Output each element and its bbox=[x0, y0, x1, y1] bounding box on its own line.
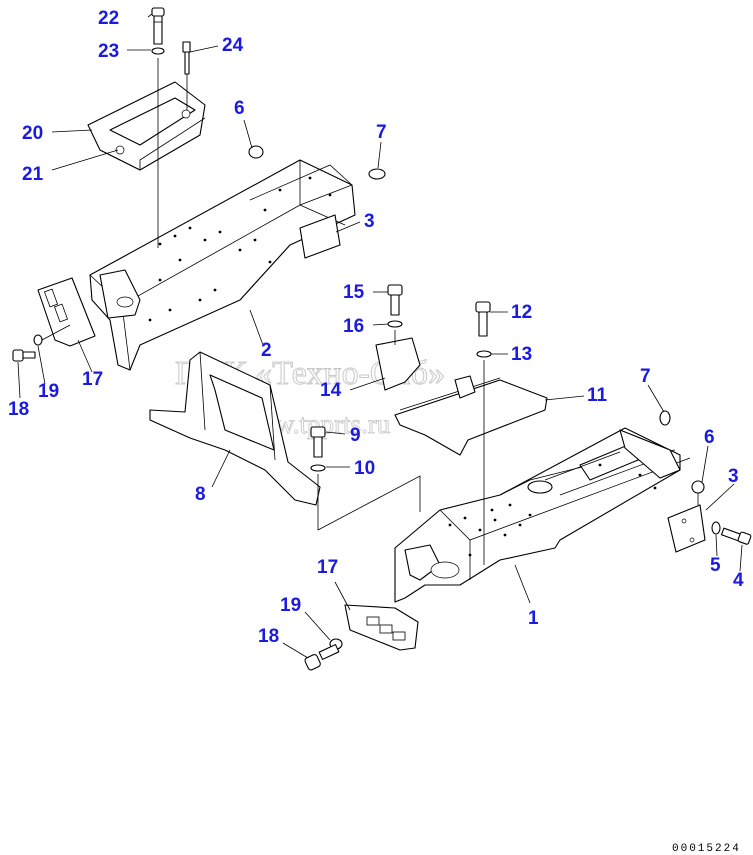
bracket-part-11[interactable] bbox=[394, 375, 548, 456]
lower-frame-part-1[interactable] bbox=[394, 427, 691, 603]
bolt-part-22[interactable] bbox=[151, 7, 165, 45]
callout-19-lower: 19 bbox=[280, 595, 301, 616]
callout-12: 12 bbox=[511, 302, 532, 323]
callout-17-upper: 17 bbox=[82, 369, 103, 390]
callout-19-upper: 19 bbox=[38, 381, 59, 402]
callout-7-upper: 7 bbox=[376, 122, 387, 143]
bolt-part-18-upper[interactable] bbox=[12, 349, 36, 362]
callout-20: 20 bbox=[22, 123, 43, 144]
callout-4: 4 bbox=[733, 570, 744, 591]
callout-10: 10 bbox=[354, 458, 375, 479]
callout-6-upper: 6 bbox=[234, 98, 245, 119]
bolt-part-18-lower[interactable] bbox=[304, 644, 340, 671]
cover-plate-part-20[interactable] bbox=[87, 81, 206, 171]
document-id: 00015224 bbox=[672, 843, 741, 855]
callout-labels: 22 23 24 20 21 6 7 3 15 16 12 13 2 17 19… bbox=[8, 8, 744, 647]
bracket-part-17-lower[interactable] bbox=[344, 604, 419, 651]
plate-part-14[interactable] bbox=[375, 337, 421, 391]
cap-part-7-lower[interactable] bbox=[659, 410, 671, 426]
callout-23: 23 bbox=[98, 41, 119, 62]
bolt-part-9[interactable] bbox=[310, 426, 326, 458]
washer-part-19-upper[interactable] bbox=[33, 334, 43, 346]
callout-21: 21 bbox=[22, 164, 44, 185]
washer-part-5[interactable] bbox=[711, 521, 721, 535]
assembly-lines bbox=[41, 58, 699, 565]
callout-8: 8 bbox=[195, 484, 206, 505]
cap-part-6-upper[interactable] bbox=[248, 145, 264, 159]
callout-15: 15 bbox=[343, 282, 365, 303]
callout-16: 16 bbox=[343, 316, 364, 337]
washer-part-16[interactable] bbox=[387, 320, 403, 328]
callout-3-upper: 3 bbox=[364, 211, 375, 232]
washer-part-23[interactable] bbox=[151, 47, 165, 55]
callout-13: 13 bbox=[511, 344, 532, 365]
fitting-part-24[interactable] bbox=[182, 41, 191, 75]
washer-part-10[interactable] bbox=[310, 464, 326, 472]
callout-2: 2 bbox=[261, 340, 272, 361]
callout-14: 14 bbox=[320, 380, 342, 401]
frame-part-8[interactable] bbox=[149, 351, 321, 506]
callout-18-lower: 18 bbox=[258, 626, 279, 647]
callout-7-lower: 7 bbox=[640, 366, 651, 387]
callout-3-lower: 3 bbox=[728, 466, 739, 487]
callout-1: 1 bbox=[528, 608, 539, 629]
bracket-part-17-upper[interactable] bbox=[37, 277, 96, 347]
washer-part-13[interactable] bbox=[476, 350, 492, 358]
cap-part-6-lower[interactable] bbox=[691, 480, 705, 494]
callout-11: 11 bbox=[587, 385, 608, 406]
leader-lines bbox=[17, 13, 743, 659]
plate-part-3-lower[interactable] bbox=[667, 504, 706, 553]
callout-18-upper: 18 bbox=[8, 399, 29, 420]
bolt-part-4[interactable] bbox=[720, 527, 752, 545]
upper-frame-part-2[interactable] bbox=[89, 159, 356, 371]
callout-9: 9 bbox=[350, 425, 361, 446]
callout-24: 24 bbox=[222, 35, 244, 56]
callout-6-lower: 6 bbox=[704, 427, 715, 448]
bolt-part-15[interactable] bbox=[387, 284, 403, 316]
cap-part-7-upper[interactable] bbox=[368, 168, 386, 180]
bolt-part-12[interactable] bbox=[475, 301, 491, 337]
callout-17-lower: 17 bbox=[317, 557, 338, 578]
callout-22: 22 bbox=[98, 8, 119, 29]
callout-5: 5 bbox=[710, 555, 721, 576]
